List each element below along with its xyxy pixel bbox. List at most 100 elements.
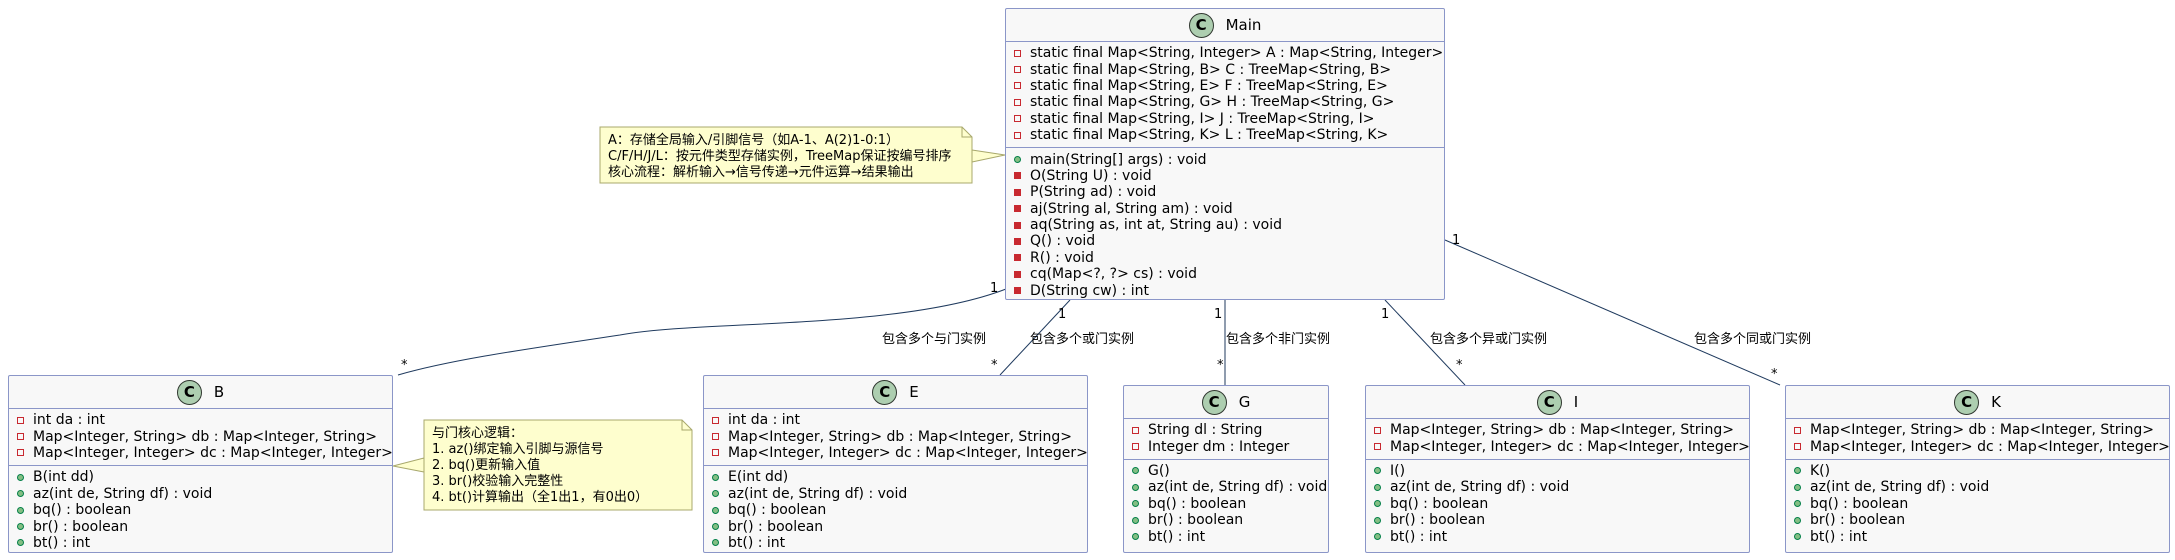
attribute-signature: Map<Integer, String> db : Map<Integer, S… bbox=[33, 428, 377, 445]
class-method: az(int de, String df) : void bbox=[1792, 479, 2169, 495]
class-attribute: int da : int bbox=[15, 412, 392, 428]
method-signature: az(int de, String df) : void bbox=[33, 485, 213, 502]
private-visibility-icon bbox=[1012, 81, 1024, 90]
private-visibility-icon bbox=[1792, 426, 1804, 435]
class-attribute: Map<Integer, String> db : Map<Integer, S… bbox=[15, 428, 392, 445]
attribute-signature: int da : int bbox=[728, 412, 801, 429]
public-visibility-icon bbox=[1792, 499, 1804, 508]
class-attribute: Map<Integer, Integer> dc : Map<Integer, … bbox=[710, 445, 1088, 461]
public-visibility-icon bbox=[710, 538, 722, 547]
private-visibility-icon bbox=[1012, 49, 1024, 58]
private-visibility-icon bbox=[1012, 98, 1024, 107]
private-visibility-icon bbox=[1372, 442, 1384, 451]
class-method: P(String ad) : void bbox=[1012, 184, 1444, 200]
private-visibility-icon bbox=[1130, 442, 1142, 451]
class-attribute: Map<Integer, String> db : Map<Integer, S… bbox=[1372, 422, 1749, 438]
multiplicity-main-k: 1 bbox=[1452, 233, 1461, 248]
class-attribute: Map<Integer, Integer> dc : Map<Integer, … bbox=[1792, 438, 2170, 455]
multiplicity-main-g: 1 bbox=[1214, 307, 1223, 322]
multiplicity-k: * bbox=[1771, 367, 1778, 382]
class-method: bt() : int bbox=[15, 535, 392, 551]
attribute-signature: static final Map<String, G> H : TreeMap<… bbox=[1030, 94, 1395, 111]
association-label-g: 包含多个非门实例 bbox=[1226, 332, 1331, 347]
class-attribute: Map<Integer, String> db : Map<Integer, S… bbox=[1792, 422, 2169, 438]
private-visibility-icon bbox=[710, 416, 722, 425]
note-line: 1. az()绑定输入引脚与源信号 bbox=[432, 442, 604, 457]
class-attribute: static final Map<String, B> C : TreeMap<… bbox=[1012, 61, 1444, 78]
public-visibility-icon bbox=[1372, 483, 1384, 492]
association-line-main-b bbox=[397, 288, 1007, 376]
class-method: bt() : int bbox=[1130, 528, 1328, 545]
method-signature: B(int dd) bbox=[33, 469, 95, 486]
private-visibility-icon bbox=[1012, 114, 1024, 123]
private-visibility-icon bbox=[1792, 442, 1804, 451]
multiplicity-main-i: 1 bbox=[1381, 307, 1390, 322]
method-signature: K() bbox=[1810, 462, 1831, 479]
public-visibility-icon bbox=[1372, 466, 1384, 475]
class-method: Q() : void bbox=[1012, 233, 1444, 249]
note-line: 4. bt()计算输出（全1出1，有0出0） bbox=[432, 490, 649, 505]
method-signature: bt() : int bbox=[1390, 528, 1448, 545]
association-label-i: 包含多个异或门实例 bbox=[1430, 332, 1548, 347]
class-method: E(int dd) bbox=[710, 469, 1087, 485]
attribute-signature: static final Map<String, K> L : TreeMap<… bbox=[1030, 127, 1389, 144]
class-name: Main bbox=[1225, 16, 1262, 34]
method-signature: az(int de, String df) : void bbox=[1810, 479, 1990, 496]
attribute-signature: static final Map<String, B> C : TreeMap<… bbox=[1030, 61, 1392, 78]
class-header: C Main bbox=[1006, 9, 1444, 42]
class-name: B bbox=[213, 383, 225, 401]
method-signature: br() : boolean bbox=[1390, 512, 1486, 529]
class-attributes: Map<Integer, String> db : Map<Integer, S… bbox=[1366, 419, 1750, 460]
method-signature: br() : boolean bbox=[1810, 512, 1906, 529]
class-method: I() bbox=[1372, 463, 1749, 479]
method-signature: D(String cw) : int bbox=[1030, 282, 1149, 299]
public-visibility-icon bbox=[1130, 532, 1142, 541]
class-k[interactable]: C K Map<Integer, String> db : Map<Intege… bbox=[1785, 385, 2170, 553]
class-header: C I bbox=[1366, 386, 1749, 419]
public-visibility-icon bbox=[15, 473, 27, 482]
note-main-pointer bbox=[971, 149, 1006, 163]
method-signature: bq() : boolean bbox=[1390, 495, 1489, 512]
class-i[interactable]: C I Map<Integer, String> db : Map<Intege… bbox=[1365, 385, 1750, 553]
multiplicity-b: * bbox=[401, 358, 408, 373]
class-method: G() bbox=[1130, 463, 1328, 479]
method-signature: bt() : int bbox=[1148, 528, 1206, 545]
class-badge-icon: C bbox=[1954, 389, 1980, 415]
class-main[interactable]: C Main static final Map<String, Integer>… bbox=[1005, 8, 1445, 300]
class-attribute: Map<Integer, String> db : Map<Integer, S… bbox=[710, 428, 1087, 445]
method-signature: R() : void bbox=[1030, 249, 1094, 266]
attribute-signature: int da : int bbox=[33, 412, 106, 429]
method-signature: E(int dd) bbox=[728, 469, 789, 486]
method-signature: O(String U) : void bbox=[1030, 167, 1152, 184]
class-method: B(int dd) bbox=[15, 469, 392, 485]
class-attribute: int da : int bbox=[710, 412, 1087, 428]
note-line: 与门核心逻辑： bbox=[432, 426, 524, 441]
class-method: az(int de, String df) : void bbox=[1372, 479, 1749, 495]
class-method: br() : boolean bbox=[15, 518, 392, 535]
multiplicity-g: * bbox=[1217, 358, 1224, 373]
attribute-signature: Map<Integer, Integer> dc : Map<Integer, … bbox=[1810, 438, 2170, 455]
public-visibility-icon bbox=[1372, 532, 1384, 541]
class-method: br() : boolean bbox=[710, 518, 1087, 535]
public-visibility-icon bbox=[1372, 516, 1384, 525]
public-visibility-icon bbox=[710, 506, 722, 515]
attribute-signature: static final Map<String, E> F : TreeMap<… bbox=[1030, 77, 1388, 94]
note-line: 2. bq()更新输入值 bbox=[432, 458, 541, 473]
class-method: bq() : boolean bbox=[15, 502, 392, 518]
class-method: aq(String as, int at, String au) : void bbox=[1012, 217, 1444, 233]
private-visibility-icon bbox=[1372, 426, 1384, 435]
public-visibility-icon bbox=[1130, 483, 1142, 492]
class-method: bq() : boolean bbox=[710, 502, 1087, 518]
note-b-fold bbox=[681, 420, 692, 431]
attribute-signature: Map<Integer, Integer> dc : Map<Integer, … bbox=[1390, 438, 1750, 455]
public-visibility-icon bbox=[1130, 466, 1142, 475]
method-signature: bq() : boolean bbox=[1148, 495, 1247, 512]
multiplicity-i: * bbox=[1456, 358, 1463, 373]
